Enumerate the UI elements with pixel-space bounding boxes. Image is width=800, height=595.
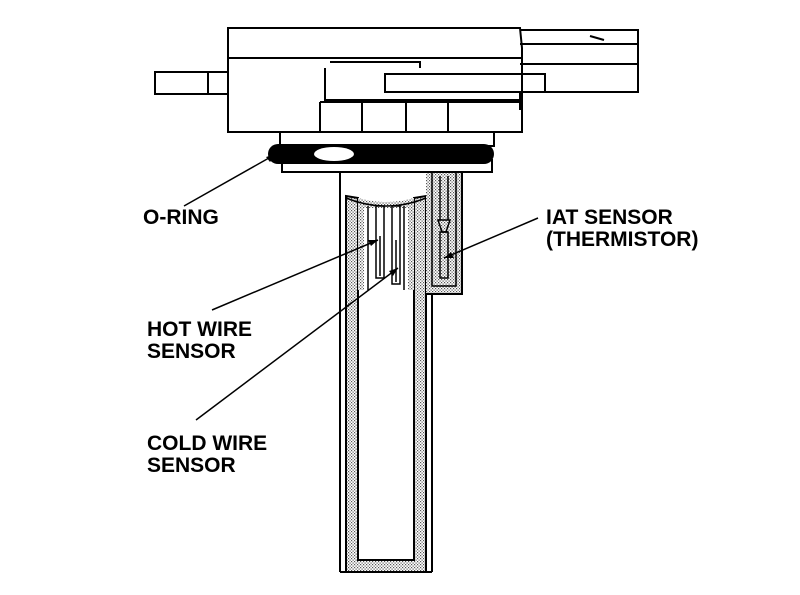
cold-wire-leader [195, 267, 399, 421]
cold-wire-label-line1: COLD WIRE [147, 432, 267, 455]
hot-wire-leader [211, 239, 379, 311]
wire-elements [367, 205, 405, 290]
iat-sensor-housing [426, 171, 463, 295]
iat-sensor-leader [443, 217, 539, 259]
iat-sensor-label-line1: IAT SENSOR [546, 206, 673, 229]
leader-lines [183, 153, 539, 421]
connector-housing [154, 27, 639, 133]
cold-wire-label-line2: SENSOR [147, 454, 236, 477]
sensor-probe [339, 172, 433, 573]
iat-sensor-label-line2: (THERMISTOR) [546, 228, 698, 251]
hot-wire-label-line1: HOT WIRE [147, 318, 252, 341]
hot-wire-label-line2: SENSOR [147, 340, 236, 363]
o-ring [268, 144, 494, 164]
o-ring-leader [183, 153, 277, 207]
o-ring-label: O-RING [143, 206, 219, 229]
